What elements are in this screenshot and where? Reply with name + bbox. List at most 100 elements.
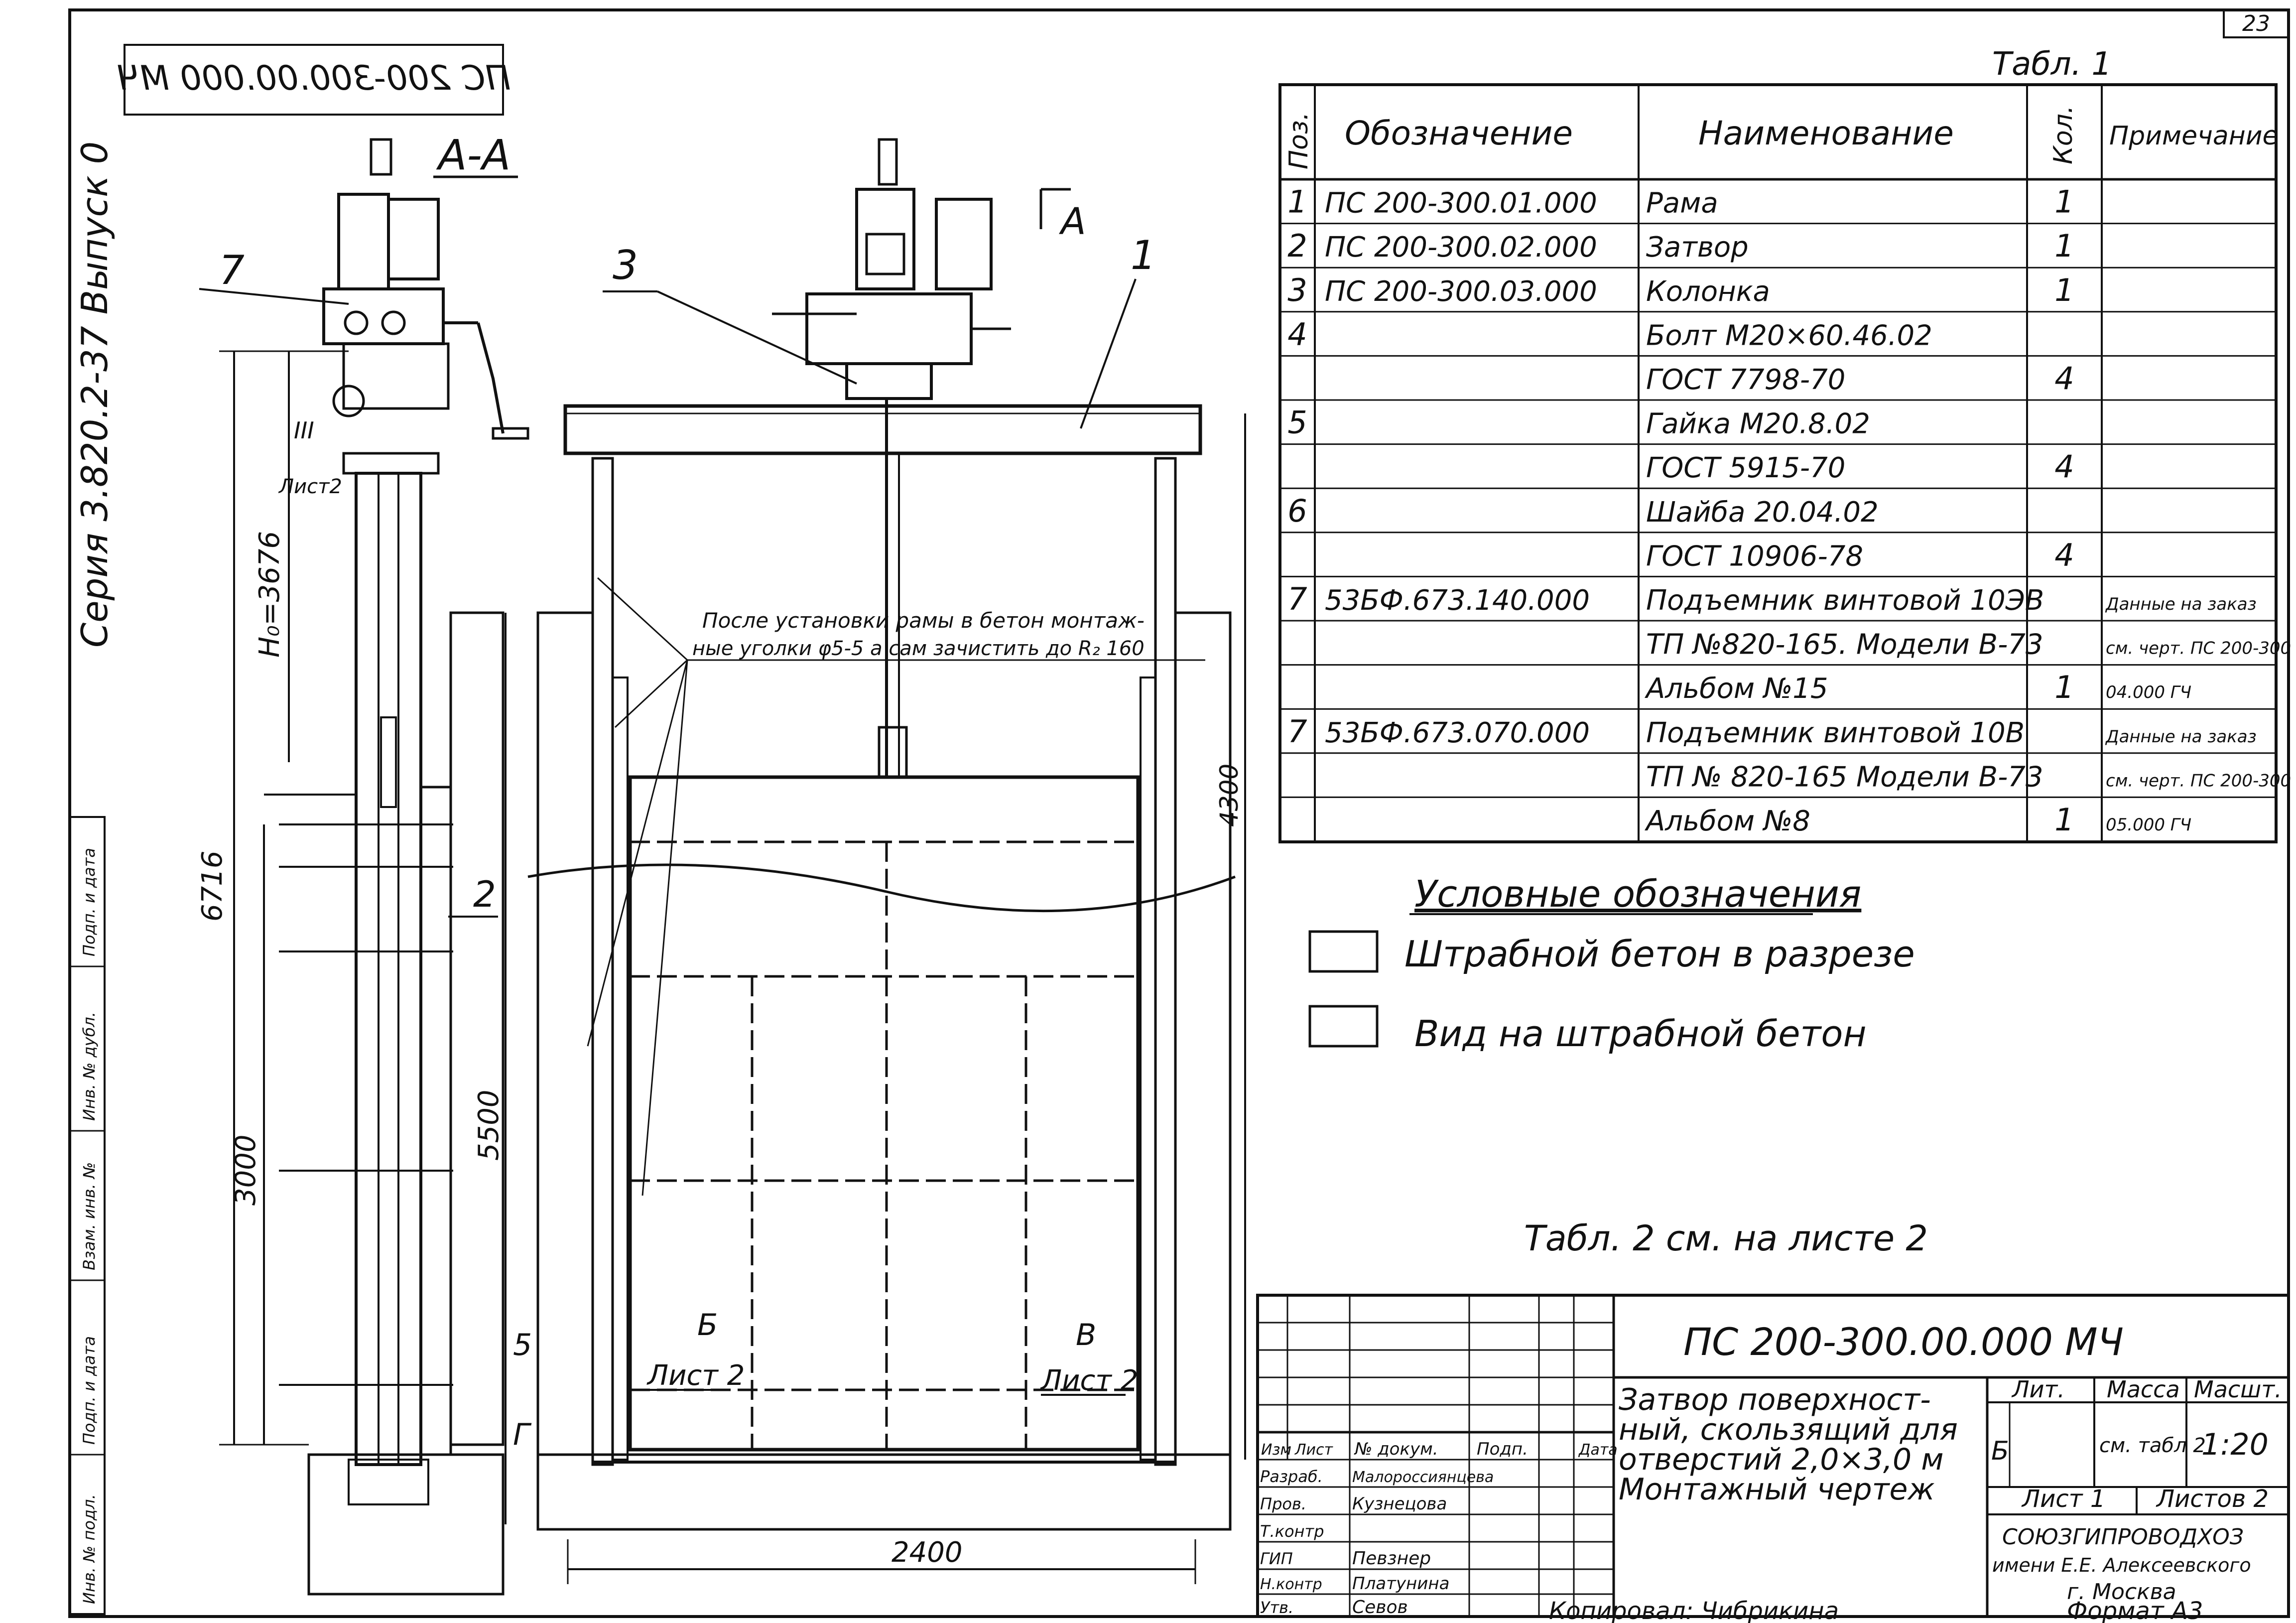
left-binding-strip: Инв. № подл. Подп. и дата Взам. инв. № И… [69, 816, 106, 1615]
table1-cell: 1 [2054, 272, 2074, 308]
strip-label-3: Взам. инв. № [80, 1162, 99, 1270]
title-block: ПС 200-300.00.000 МЧ Изм Лист № докум. П… [1256, 1294, 2290, 1618]
table1-cell: ТП №820-165. Модели В-73 [1646, 629, 2043, 661]
callout-1: 1 [1131, 232, 1156, 278]
tb-mass-label: Масса [2107, 1376, 2180, 1403]
table1-cell: 04.000 ГЧ [2106, 682, 2191, 702]
tb-scale-value: 1:20 [2201, 1427, 2269, 1462]
table1-cell: 53БФ.673.140.000 [1325, 584, 1590, 617]
dim-4300: 4300 [1215, 764, 1244, 827]
table1-cell: 4 [1287, 316, 1307, 352]
dim-6716: 6716 [196, 850, 229, 922]
strip-label-5: Подп. и дата [80, 848, 99, 956]
mark-5: 5 [513, 1328, 532, 1362]
dim-h0: Н₀=3676 [254, 531, 286, 658]
table1-cell: 53БФ.673.070.000 [1325, 717, 1590, 749]
section-label: А-А [436, 131, 510, 179]
tb-mass-value: см. табл 2 [2099, 1434, 2206, 1457]
legend-swatch-hatch [1308, 1005, 1379, 1048]
note-line-1: После установки рамы в бетон монтаж- [702, 608, 1145, 633]
tb-lit-value: Б [1991, 1436, 2009, 1466]
table1-cell: 1 [2054, 228, 2074, 264]
table1-cell: Затвор [1646, 231, 1749, 264]
front-view: А 5500 4300 [473, 138, 1246, 1584]
legend-item-2-label: Вид на штрабной бетон [1414, 1013, 1867, 1055]
table1-cell: 4 [2054, 537, 2074, 573]
table1-cell: 1 [2054, 184, 2074, 220]
table1-cell: 1 [1287, 184, 1307, 220]
tb-sheet-label: Лист 1 [2021, 1485, 2105, 1513]
dim-5500: 5500 [473, 1089, 505, 1161]
tb-sheets-label: Листов 2 [2156, 1485, 2269, 1513]
strip-label-2: Подп. и дата [80, 1336, 99, 1445]
note-table2: Табл. 2 см. на листе 2 [1524, 1218, 1928, 1259]
tb-col-izm: Изм [1261, 1441, 1291, 1459]
section-a-a-view: А-А 7 2 [196, 131, 529, 1596]
page-number: 23 [2242, 11, 2270, 36]
callout-2: 2 [473, 873, 496, 915]
tb-org-2: имени Е.Е. Алексеевского [1992, 1554, 2251, 1576]
format-label: Формат А3 [2067, 1597, 2203, 1623]
tb-role-4: ГИП [1260, 1549, 1293, 1568]
table1-cell: Рама [1646, 187, 1718, 220]
callout-3: 3 [613, 242, 638, 288]
table1-cell: 2 [1287, 228, 1307, 264]
table1-header-name: Наименование [1698, 114, 1954, 152]
mark-g: Г [513, 1417, 532, 1452]
title-code: ПС 200-300.00.000 МЧ [1683, 1320, 2124, 1364]
table1-cell: Альбом №8 [1645, 805, 1810, 837]
table1-cell: 6 [1287, 493, 1307, 529]
table1-cell: 7 [1287, 713, 1307, 750]
table1-cell: 5 [1287, 405, 1307, 441]
table1-header-code: Обозначение [1345, 114, 1573, 152]
section-b-left: Б [697, 1308, 718, 1343]
table1-cell: Подъемник винтовой 10В [1646, 717, 2025, 749]
section-b-right: В [1076, 1318, 1096, 1352]
detail-iii: III [294, 417, 314, 444]
table1-cell: ГОСТ 7798-70 [1646, 364, 1845, 396]
dim-2400: 2400 [892, 1536, 963, 1569]
table1-cell: Гайка М20.8.02 [1646, 408, 1870, 440]
tb-col-date: Дата [1578, 1441, 1618, 1459]
tb-col-sign: Подп. [1477, 1439, 1528, 1459]
title-line-4: Монтажный чертеж [1619, 1472, 1935, 1507]
code-mirrored: ПС 200-300.00.000 МЧ [117, 59, 511, 98]
dim-3000: 3000 [230, 1134, 262, 1206]
tb-role-2: Пров. [1260, 1494, 1306, 1513]
table1-cell: 1 [2054, 669, 2074, 705]
copied-by: Копировал: Чибрикина [1549, 1597, 1839, 1623]
table1-cell: см. черт. ПС 200-300 [2106, 771, 2291, 791]
table1-cell: Шайба 20.04.02 [1646, 496, 1879, 529]
table1-cell: ТП № 820-165 Модели В-73 [1646, 761, 2043, 793]
tb-name-2: Кузнецова [1352, 1494, 1447, 1514]
table1-header-pos: Поз. [1284, 112, 1314, 169]
tb-col-list: Лист [1294, 1441, 1334, 1459]
strip-label-4: Инв. № дубл. [80, 1012, 99, 1121]
table1-cell: ГОСТ 10906-78 [1646, 540, 1863, 572]
table1-cell: Данные на заказ [2105, 594, 2257, 614]
strip-label-1: Инв. № подл. [80, 1494, 99, 1604]
code-box [124, 44, 504, 116]
table1-cell: см. черт. ПС 200-300 [2106, 639, 2291, 659]
tb-name-1: Малороссиянцева [1352, 1469, 1494, 1486]
series-vertical: Серия 3.820.2-37 Выпуск 0 [74, 141, 116, 648]
title-line-3: отверстий 2,0×3,0 м [1619, 1442, 1943, 1477]
tb-col-doc: № докум. [1354, 1439, 1438, 1459]
table1-rows: 1 ПС 200-300.01.000 Рама 1 2 ПС 200-300.02.00… [1280, 184, 2291, 842]
section-marker: А [1059, 200, 1086, 243]
detail-iii-sheet: Лист2 [278, 475, 342, 498]
table1-header-qty: Кол. [2048, 106, 2078, 165]
title-line-1: Затвор поверхност- [1619, 1382, 1931, 1417]
page-number-box [2223, 9, 2290, 38]
table1-caption: Табл. 1 [1992, 46, 2112, 83]
table1-header-note: Примечание [2109, 121, 2279, 151]
table1-cell: ПС 200-300.01.000 [1325, 187, 1597, 220]
tb-scale-label: Масшт. [2194, 1376, 2282, 1403]
section-b-right-sheet: Лист 2 [1040, 1364, 1138, 1397]
table1-cell: ПС 200-300.03.000 [1325, 275, 1597, 308]
table1-cell: 4 [2054, 360, 2074, 397]
table1-cell: ПС 200-300.02.000 [1325, 231, 1597, 264]
tb-name-5: Платунина [1352, 1574, 1449, 1594]
table1-cell: 3 [1287, 272, 1307, 308]
